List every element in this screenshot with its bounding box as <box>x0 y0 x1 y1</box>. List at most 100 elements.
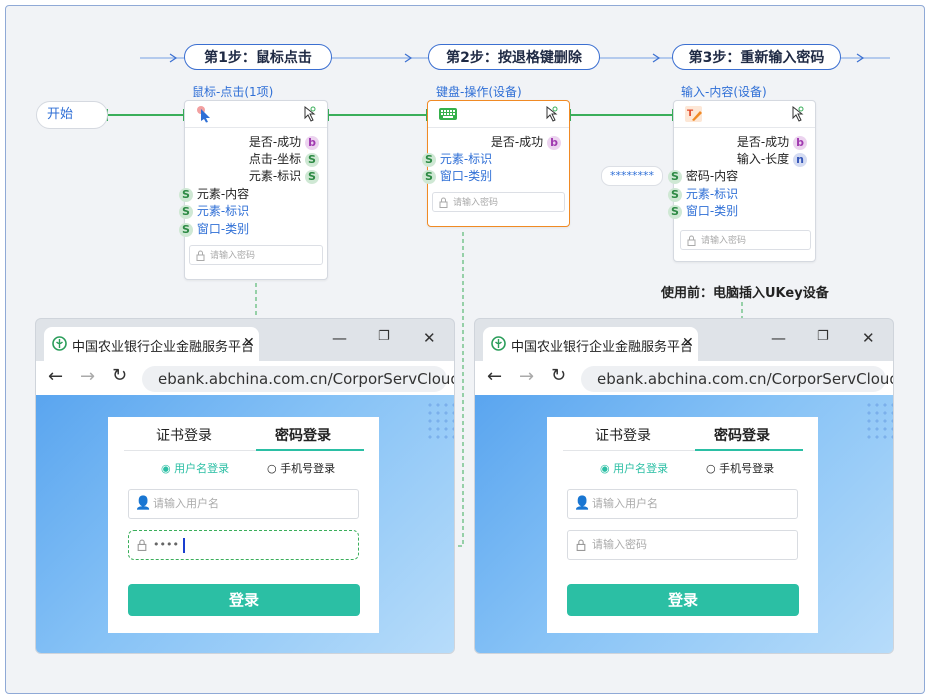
abc-logo-icon <box>52 336 67 351</box>
preview-text: 请输入密码 <box>701 236 747 246</box>
node-2-in-1: S 窗口-类别 <box>422 168 492 184</box>
browser-tab[interactable]: 中国农业银行企业金融服务平台 ✕ <box>44 327 259 361</box>
password-input[interactable]: •••• <box>128 530 359 560</box>
node-2-out-0: 是否-成功 b <box>491 134 561 150</box>
node-1-card[interactable]: 是否-成功 b 点击-坐标 S 元素-标识 S S 元素-内容 S 元素-标识 … <box>179 100 328 280</box>
output-label: 是否-成功 <box>736 135 790 149</box>
restore-icon[interactable]: ❐ <box>378 329 390 344</box>
start-label: 开始 <box>47 107 74 122</box>
radio-phone-label: 手机号登录 <box>280 462 336 475</box>
radio-phone[interactable]: ○ 手机号登录 <box>706 462 775 475</box>
ukey-note: 使用前：电脑插入UKey设备 <box>661 286 829 301</box>
node-1-preview: 请输入密码 <box>189 245 323 265</box>
tab-cert-login[interactable]: 证书登录 <box>156 428 212 444</box>
node-1-out-1: 点击-坐标 S <box>249 151 319 167</box>
active-tab-indicator <box>695 449 803 451</box>
forward-icon[interactable]: → <box>80 366 96 387</box>
node-3-out-1: 输入-长度 n <box>737 151 807 167</box>
node-3-card[interactable]: T 是否-成功 b 输入-长度 n S 密码-内容 S 元素-标识 S 窗口-类… <box>668 100 816 262</box>
string-badge: S <box>179 222 193 237</box>
node-2-header <box>428 101 569 128</box>
url-field[interactable]: ebank.abchina.com.cn/CorporServCloud <box>581 366 893 392</box>
login-button[interactable]: 登录 <box>128 584 360 616</box>
browser-tab[interactable]: 中国农业银行企业金融服务平台 ✕ <box>483 327 698 361</box>
radio-username[interactable]: ◉ 用户名登录 <box>600 462 669 475</box>
page-content: 证书登录 密码登录 ◉ 用户名登录 ○ 手机号登录 👤 请输入用户名 请输入密码… <box>475 395 893 653</box>
user-icon: 👤 <box>135 496 152 511</box>
back-icon[interactable]: ← <box>487 366 503 387</box>
browser-window-1: 中国农业银行企业金融服务平台 ✕ — ❐ ✕ ← → ↻ ebank.abchi… <box>35 318 455 654</box>
lock-icon <box>196 250 205 261</box>
string-badge: S <box>179 204 193 219</box>
minimize-icon[interactable]: — <box>332 329 347 347</box>
text-caret <box>182 537 185 553</box>
input-label: 元素-标识 <box>685 187 739 201</box>
back-icon[interactable]: ← <box>48 366 64 387</box>
reload-icon[interactable]: ↻ <box>551 365 567 386</box>
address-bar: ← → ↻ ebank.abchina.com.cn/CorporServClo… <box>36 361 454 395</box>
string-badge: S <box>422 152 436 167</box>
output-label: 点击-坐标 <box>248 152 302 166</box>
node-1-out-2: 元素-标识 S <box>249 168 319 184</box>
input-label: 窗口-类别 <box>439 169 493 183</box>
node-1-in-1: S 元素-标识 <box>179 203 249 219</box>
radio-phone[interactable]: ○ 手机号登录 <box>267 462 336 475</box>
radio-username-label: 用户名登录 <box>613 462 669 475</box>
close-window-icon[interactable]: ✕ <box>423 329 436 347</box>
lock-icon <box>137 539 147 551</box>
radio-username-label: 用户名登录 <box>174 462 230 475</box>
abc-logo-icon <box>491 336 506 351</box>
node-1-in-0: S 元素-内容 <box>179 186 249 202</box>
tab-password-login[interactable]: 密码登录 <box>714 428 770 444</box>
input-label: 密码-内容 <box>685 169 739 183</box>
preview-text: 请输入密码 <box>210 251 256 261</box>
node-3-header: T <box>674 101 815 128</box>
tab-password-login[interactable]: 密码登录 <box>275 428 331 444</box>
pointer-icon <box>304 106 316 122</box>
lock-icon <box>439 197 448 208</box>
string-badge: S <box>668 204 682 219</box>
close-tab-icon[interactable]: ✕ <box>243 335 255 351</box>
node-3-title: 输入-内容(设备) <box>681 85 767 99</box>
string-badge: S <box>668 187 682 202</box>
user-icon: 👤 <box>574 496 591 511</box>
step-2: 第2步：按退格键删除 <box>428 44 600 70</box>
string-badge: S <box>305 152 319 167</box>
string-badge: S <box>305 169 319 184</box>
url-field[interactable]: ebank.abchina.com.cn/CorporServCloud <box>142 366 454 392</box>
node-3-in-2: S 窗口-类别 <box>668 203 738 219</box>
username-input[interactable]: 👤 请输入用户名 <box>567 489 798 519</box>
active-tab-indicator <box>256 449 364 451</box>
start-node[interactable]: 开始 <box>36 101 108 129</box>
login-button[interactable]: 登录 <box>567 584 799 616</box>
password-input[interactable]: 请输入密码 <box>567 530 798 560</box>
restore-icon[interactable]: ❐ <box>817 329 829 344</box>
radio-phone-label: 手机号登录 <box>719 462 775 475</box>
tab-title: 中国农业银行企业金融服务平台 <box>511 340 694 355</box>
output-label: 是否-成功 <box>490 135 544 149</box>
number-badge: n <box>793 152 807 167</box>
lock-icon <box>687 235 696 246</box>
forward-icon[interactable]: → <box>519 366 535 387</box>
minimize-icon[interactable]: — <box>771 329 786 347</box>
text-input-icon: T <box>685 106 702 122</box>
node-2-preview: 请输入密码 <box>432 192 565 212</box>
pointer-icon <box>792 106 804 122</box>
svg-text:T: T <box>687 109 694 119</box>
close-tab-icon[interactable]: ✕ <box>682 335 694 351</box>
bool-badge: b <box>305 135 319 150</box>
close-window-icon[interactable]: ✕ <box>862 329 875 347</box>
radio-username[interactable]: ◉ 用户名登录 <box>161 462 230 475</box>
login-panel: 证书登录 密码登录 ◉ 用户名登录 ○ 手机号登录 👤 请输入用户名 •••• … <box>108 417 379 633</box>
password-masked-value: •••• <box>153 538 179 551</box>
tab-cert-login[interactable]: 证书登录 <box>595 428 651 444</box>
string-badge: S <box>668 169 682 184</box>
password-placeholder: 请输入密码 <box>592 538 647 551</box>
node-2-card[interactable]: 是否-成功 b S 元素-标识 S 窗口-类别 请输入密码 <box>422 100 570 227</box>
input-label: 窗口-类别 <box>196 222 250 236</box>
username-input[interactable]: 👤 请输入用户名 <box>128 489 359 519</box>
decor-dots <box>865 401 893 441</box>
node-1-out-0: 是否-成功 b <box>249 134 319 150</box>
reload-icon[interactable]: ↻ <box>112 365 128 386</box>
node-1-in-2: S 窗口-类别 <box>179 221 249 237</box>
